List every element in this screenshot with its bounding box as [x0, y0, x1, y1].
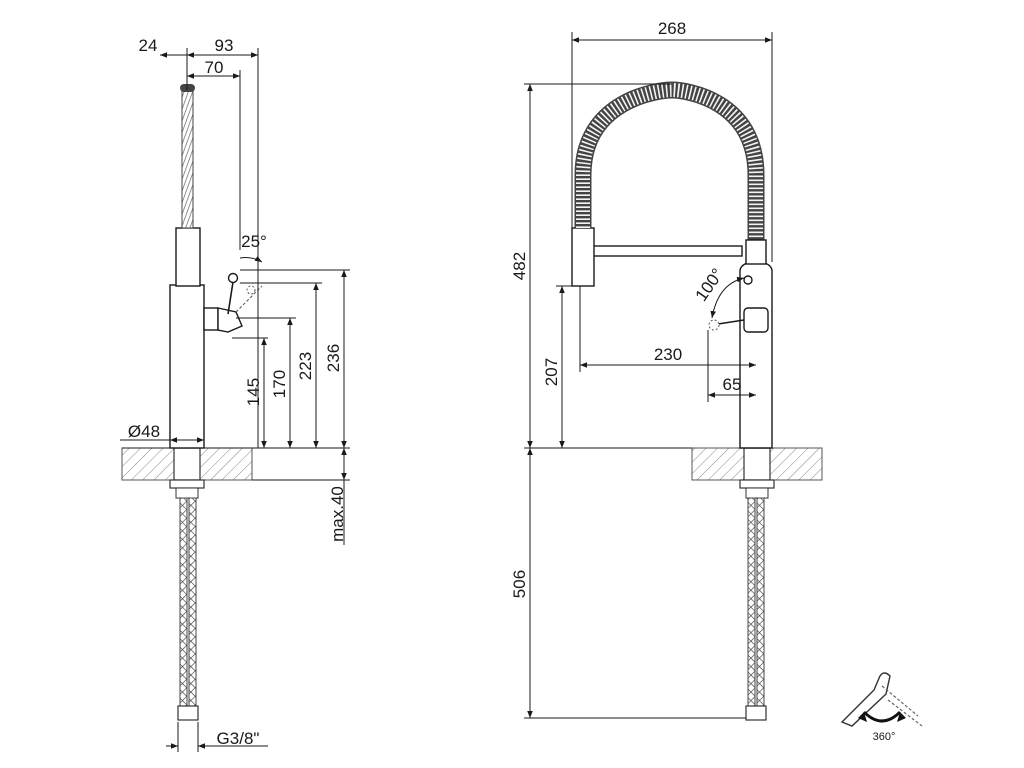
dim-height-236: 236: [324, 344, 343, 372]
dim-hose-length: 506: [510, 570, 529, 598]
front-supply-hose-right: [756, 497, 765, 709]
front-handle-lever: [743, 307, 769, 333]
front-mount-shank: [743, 447, 771, 481]
side-top-dims: 24 93 70: [139, 36, 259, 448]
side-angle-annotation: 25°: [239, 232, 267, 263]
front-mount-nut: [739, 479, 775, 489]
side-spray-head: [175, 227, 201, 287]
rotation-icon-arrowhead-left: [858, 712, 867, 722]
side-handle-cartridge: [217, 307, 243, 333]
rotation-icon-ghost-bottom: [887, 699, 923, 727]
front-spout-arm: [591, 245, 743, 257]
front-hose-dim: 506: [510, 447, 746, 719]
rotation-icon-arrowhead-right: [897, 712, 906, 722]
front-handle-knob-alt: [708, 319, 720, 331]
rotation-icon-arrow: [862, 710, 902, 723]
dim-width-total: 268: [658, 19, 686, 38]
rotation-icon: 360°: [840, 672, 923, 743]
dim-spout-offset: 24: [139, 36, 158, 55]
front-height-dim: 482: [510, 83, 672, 448]
front-handle-stem: [717, 319, 745, 325]
side-handle-lever: [227, 281, 234, 315]
dim-connection: G3/8": [217, 729, 260, 748]
side-mount-fitting: [175, 487, 199, 499]
rotation-icon-label: 360°: [873, 731, 896, 743]
side-mount-nut: [169, 479, 205, 489]
side-diameter-dim: Ø48: [120, 422, 204, 443]
front-width-dim: 268: [571, 19, 773, 262]
side-hose-connector: [177, 705, 199, 721]
front-mount-fitting: [745, 487, 769, 499]
dim-diameter: Ø48: [128, 422, 160, 441]
side-connection-dim: G3/8": [166, 722, 268, 752]
front-supply-hose-left: [747, 497, 756, 709]
front-view: 100° 268 482 207 230: [510, 19, 823, 721]
dim-height-spout: 207: [542, 358, 561, 386]
dim-front-handle-angle: 100°: [692, 265, 728, 305]
front-hose-connector: [745, 705, 767, 721]
side-counter-dim: max.40: [252, 448, 350, 545]
side-spring-hose: [181, 87, 194, 229]
front-handle-pivot: [743, 275, 753, 285]
side-handle-knob-alt: [246, 285, 256, 295]
rotation-icon-spout: [840, 672, 891, 727]
dim-height-145: 145: [244, 378, 263, 406]
front-spring-hose: [576, 82, 763, 262]
dim-counter-thickness: max.40: [328, 486, 347, 542]
dim-side-handle-angle: 25°: [241, 232, 267, 251]
front-handle-offset-dim: 65: [707, 330, 756, 402]
side-view: 24 93 70 25° 236 223 170 145: [120, 36, 350, 752]
front-hose-collar: [745, 239, 767, 265]
side-supply-hose-left: [179, 497, 188, 717]
dim-height-total: 482: [510, 252, 529, 280]
front-reach-dim: 230: [579, 286, 756, 372]
dim-height-170: 170: [270, 370, 289, 398]
side-mount-shank: [173, 447, 201, 481]
rotation-icon-ghost-top: [881, 685, 919, 717]
side-supply-hose-right: [188, 497, 197, 717]
side-handle-base: [203, 307, 219, 331]
front-angle-annotation: 100°: [692, 265, 745, 319]
dim-reach: 230: [654, 345, 682, 364]
dim-handle-offset: 65: [723, 375, 742, 394]
front-faucet-body: [739, 261, 773, 449]
side-handle-knob: [227, 272, 239, 284]
front-spout-height-dim: 207: [542, 285, 580, 448]
dim-depth-handle: 70: [205, 58, 224, 77]
side-faucet-body: [169, 284, 205, 449]
dim-height-223: 223: [296, 352, 315, 380]
dim-depth-total: 93: [215, 36, 234, 55]
front-spray-head: [571, 227, 595, 287]
side-height-dims: 236 223 170 145: [122, 269, 350, 449]
